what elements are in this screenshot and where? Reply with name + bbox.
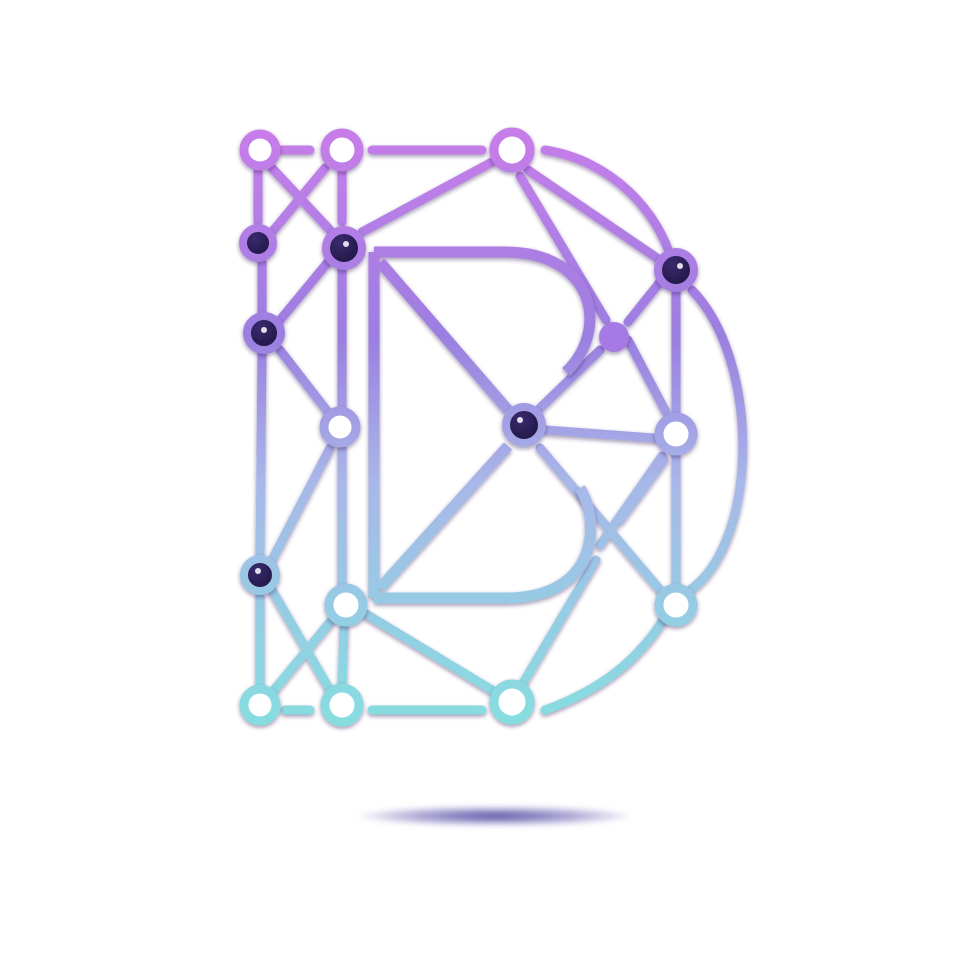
node-dark: [502, 403, 546, 447]
node-dark: [654, 248, 698, 292]
node-hollow: [489, 127, 535, 173]
inner-letter-d: [368, 246, 597, 604]
network-links: [253, 145, 748, 715]
node-dark: [239, 224, 277, 262]
node-hollow: [239, 684, 281, 726]
network-nodes: [239, 127, 698, 727]
node-dark: [322, 226, 366, 270]
node-hollow: [239, 129, 281, 171]
node-dark: [240, 555, 280, 595]
node-hollow: [320, 683, 364, 727]
drop-shadow: [360, 806, 630, 826]
node-hollow: [654, 583, 698, 627]
node-hollow: [319, 406, 361, 448]
node-hollow: [489, 679, 535, 725]
node-hollow: [324, 583, 368, 627]
node-solid: [599, 322, 629, 352]
node-hollow: [654, 412, 698, 456]
